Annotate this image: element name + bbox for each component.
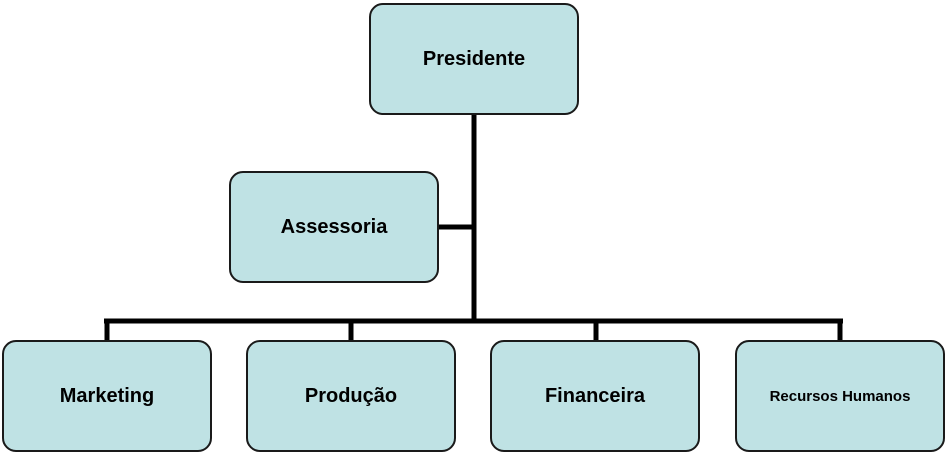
node-label-recursos-humanos: Recursos Humanos: [769, 387, 911, 405]
node-financeira: Financeira: [490, 340, 700, 452]
node-label-financeira: Financeira: [544, 384, 646, 407]
node-label-producao: Produção: [304, 384, 398, 407]
node-presidente: Presidente: [369, 3, 579, 115]
node-label-presidente: Presidente: [422, 47, 526, 70]
node-label-assessoria: Assessoria: [280, 215, 388, 238]
node-label-marketing: Marketing: [59, 384, 155, 407]
node-assessoria: Assessoria: [229, 171, 439, 283]
node-producao: Produção: [246, 340, 456, 452]
node-marketing: Marketing: [2, 340, 212, 452]
node-recursos-humanos: Recursos Humanos: [735, 340, 945, 452]
